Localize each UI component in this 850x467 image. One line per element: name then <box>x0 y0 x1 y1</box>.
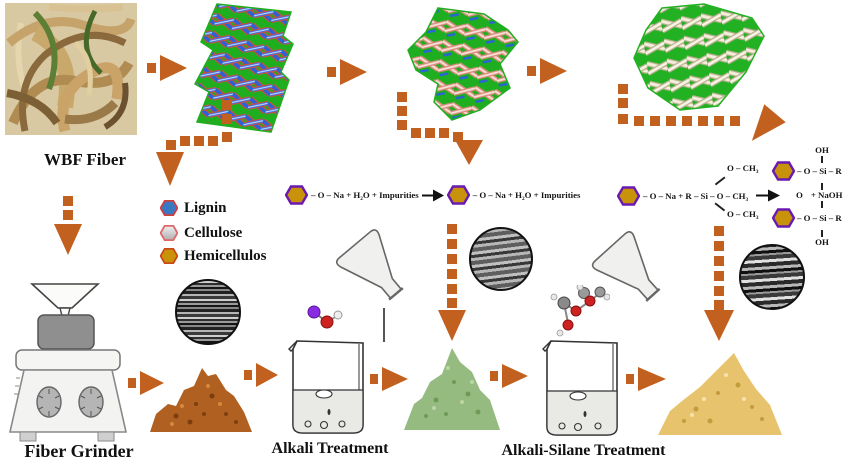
fiber-grinder-illustration <box>8 283 128 442</box>
alkali-reaction-lhs: – O – Na + H₂O + Impurities <box>311 190 419 200</box>
dashed-arrow-elbow-icon <box>397 92 483 165</box>
arrow-right-icon <box>244 363 278 387</box>
stir-rod <box>383 308 385 342</box>
grinder-dial <box>36 386 62 418</box>
product-oh-top: OH <box>815 145 829 155</box>
reaction-arrow-icon <box>756 189 780 202</box>
naoh-molecule-icon <box>307 305 343 329</box>
dashed-arrow-down-icon <box>54 196 82 255</box>
cellulose-hexagon-icon <box>160 225 178 241</box>
fiber-hexagon-icon <box>446 185 470 205</box>
wbf-fiber-label: WBF Fiber <box>44 150 126 169</box>
sem-micrograph-silane <box>739 244 805 310</box>
silane-reactant: – O – Na + R – Si – O – CH₃ <box>617 186 748 206</box>
legend-label: Hemicellulos <box>184 247 267 264</box>
fiber-hexagon-icon <box>617 186 640 206</box>
legend-label: Cellulose <box>184 224 243 241</box>
arrow-right-icon <box>327 59 367 85</box>
silane-molecule-icon <box>550 285 610 337</box>
fiber-hexagon-icon <box>772 161 795 181</box>
fiber-hexagon-icon <box>285 185 308 205</box>
dashed-arrow-down-icon <box>704 226 734 341</box>
fiber-structure-cellulose <box>633 3 765 111</box>
fiber-pile-silane <box>658 353 782 435</box>
arrow-right-icon <box>128 371 164 395</box>
grinder-mill-head <box>37 314 95 350</box>
arrow-right-icon <box>490 364 528 388</box>
sem-micrograph-raw <box>175 279 241 345</box>
lignin-hexagon-icon <box>160 200 178 216</box>
silane-branch-top: O – CH₃ <box>727 163 759 173</box>
product-naoh: + NaOH <box>810 190 843 200</box>
silane-product-2: – O – Si – R <box>772 208 842 228</box>
arrow-right-icon <box>147 55 187 81</box>
erlenmeyer-flask-icon <box>335 229 404 301</box>
dashed-arrow-elbow-icon <box>618 84 786 141</box>
product-chain-text: – O – Si – R <box>797 166 842 176</box>
sem-micrograph-alkali <box>469 227 533 291</box>
legend-label: Lignin <box>184 199 227 216</box>
grinder-body <box>8 369 128 433</box>
legend-item-cellulose: Cellulose <box>160 223 242 243</box>
bond-line <box>821 183 823 190</box>
product-center-o: O <box>796 190 803 200</box>
silane-product-center: O + NaOH <box>796 190 843 200</box>
legend-item-lignin: Lignin <box>160 198 227 218</box>
bond-line <box>714 176 726 186</box>
alkali-reaction-rhs: – O – Na + H₂O + Impurities <box>472 190 581 200</box>
fiber-structure-raw <box>193 3 294 133</box>
dashed-arrow-elbow-icon <box>156 100 232 186</box>
silane-branch-bottom: O – CH₃ <box>727 209 759 219</box>
alkali-silane-treatment-label: Alkali-Silane Treatment <box>501 442 666 459</box>
fiber-pile-alkali <box>404 348 500 430</box>
silane-reactant-text: – O – Na + R – Si – O – CH₃ <box>643 191 749 201</box>
alkali-treatment-label: Alkali Treatment <box>271 440 389 457</box>
bond-line <box>821 201 823 208</box>
arrow-right-icon <box>626 367 666 391</box>
arrow-right-icon <box>527 58 567 84</box>
dashed-arrow-down-icon <box>438 224 466 341</box>
fiber-pile-raw <box>150 368 252 432</box>
silane-product-1: – O – Si – R <box>772 161 842 181</box>
alkali-reaction-equation: – O – Na + H₂O + Impurities – O – Na + H… <box>285 184 580 206</box>
hemicellulos-hexagon-icon <box>160 248 178 264</box>
bond-line <box>821 156 823 163</box>
wbf-fiber-photo <box>5 3 137 135</box>
product-chain-text: – O – Si – R <box>797 213 842 223</box>
reaction-arrow-icon <box>421 189 444 201</box>
fiber-grinder-label: Fiber Grinder <box>24 441 134 461</box>
arrow-right-icon <box>370 367 408 391</box>
grinder-dial <box>78 386 104 418</box>
grinder-funnel <box>29 283 101 309</box>
beaker-alkali <box>288 340 364 434</box>
product-oh-bottom: OH <box>815 237 829 247</box>
beaker-alkali-silane <box>542 340 618 436</box>
fiber-structure-alkali <box>407 7 519 121</box>
fiber-hexagon-icon <box>772 208 795 228</box>
bond-line <box>821 230 823 237</box>
erlenmeyer-flask-icon <box>591 231 661 302</box>
legend-item-hemicellulos: Hemicellulos <box>160 246 267 266</box>
